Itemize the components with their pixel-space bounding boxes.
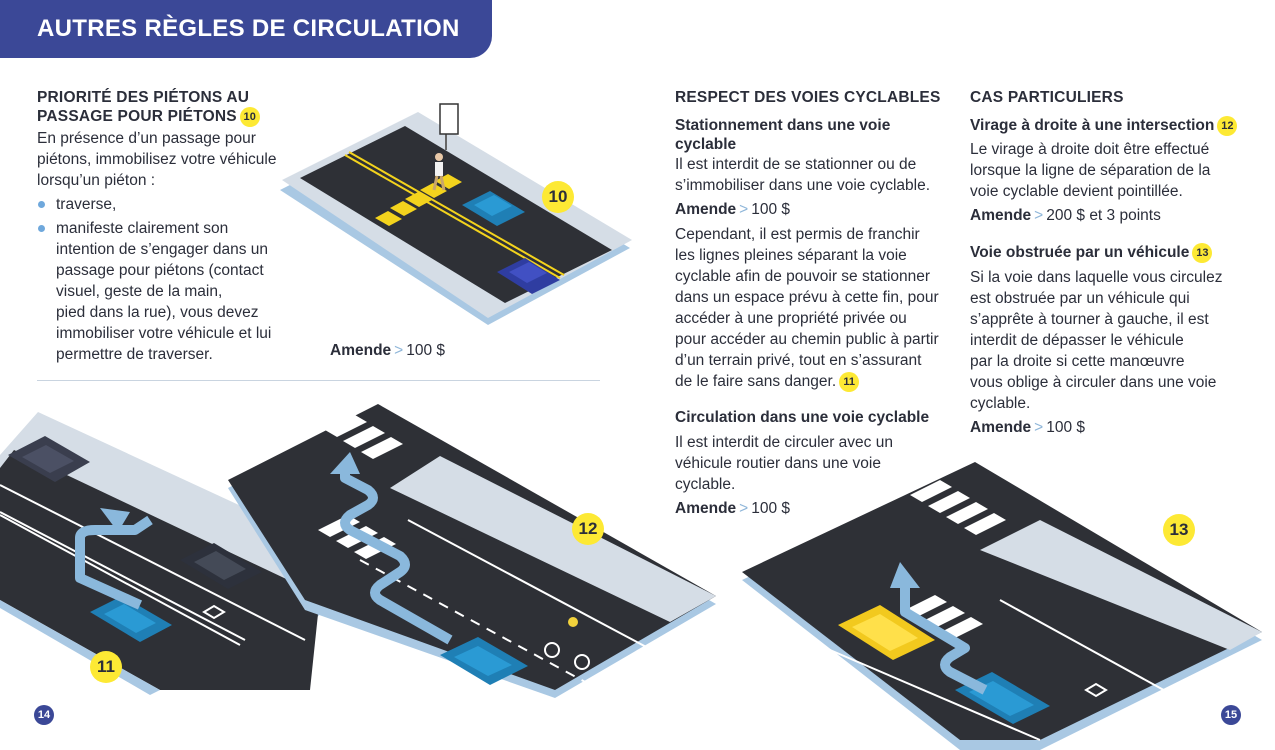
ref-badge: 11: [839, 372, 860, 392]
obstructed-lane-text: Si la voie dans laquelle vous circulez e…: [970, 269, 1223, 412]
list-item: manifeste clairement son intention de s’…: [37, 218, 312, 365]
illustration-bike-lane-parking: [0, 412, 362, 695]
pedestrian-priority-text: En présence d’un passage pour piétons, i…: [37, 128, 312, 365]
ref-badge: 13: [1192, 243, 1213, 263]
illustration-badge-12: 12: [572, 513, 604, 545]
fine-pedestrian: Amende>100 $: [330, 342, 446, 359]
ref-badge: 12: [1217, 116, 1238, 136]
illustration-badge-13: 13: [1163, 514, 1195, 546]
pedestrian-priority-title: PRIORITÉ DES PIÉTONS AU PASSAGE POUR PIÉ…: [37, 88, 260, 127]
page-number-right: 15: [1221, 705, 1241, 725]
fine-obstructed-lane: Amende>100 $: [970, 419, 1086, 436]
chevron-right-icon: >: [1034, 419, 1044, 436]
illustration-obstructed-lane: [742, 462, 1262, 750]
fine-bike-driving: Amende>100 $: [675, 500, 791, 517]
bike-lane-exception-text: Cependant, il est permis de franchir les…: [675, 226, 939, 392]
ref-badge: 10: [239, 107, 260, 127]
chevron-right-icon: >: [739, 500, 749, 517]
page-title: AUTRES RÈGLES DE CIRCULATION: [37, 15, 460, 42]
chevron-right-icon: >: [1034, 207, 1044, 224]
illustration-crosswalk: [280, 103, 632, 325]
fine-right-turn: Amende>200 $ et 3 points: [970, 207, 1161, 224]
special-cases-title: CAS PARTICULIERS: [970, 89, 1124, 106]
illustration-right-turn: [228, 404, 716, 698]
chevron-right-icon: >: [739, 201, 749, 218]
illustration-badge-10: 10: [542, 181, 574, 213]
illustration-badge-11: 11: [90, 651, 122, 683]
page-banner: AUTRES RÈGLES DE CIRCULATION: [0, 0, 492, 58]
section-divider: [37, 380, 600, 381]
page-number-left: 14: [34, 705, 54, 725]
list-item: traverse,: [37, 194, 312, 215]
bike-lane-driving-text: Il est interdit de circuler avec un véhi…: [675, 434, 893, 493]
bike-lane-driving-subtitle: Circulation dans une voie cyclable: [675, 409, 930, 426]
right-turn-text: Le virage à droite doit être effectué lo…: [970, 141, 1211, 200]
bike-lane-parking-subtitle: Stationnement dans une voie cyclable: [675, 117, 891, 153]
bike-lane-title: RESPECT DES VOIES CYCLABLES: [675, 89, 941, 106]
bike-lane-parking-text: Il est interdit de se stationner ou de s…: [675, 156, 931, 194]
fine-bike-parking: Amende>100 $: [675, 201, 791, 218]
chevron-right-icon: >: [394, 342, 404, 359]
condition-list: traverse, manifeste clairement son inten…: [37, 194, 312, 365]
